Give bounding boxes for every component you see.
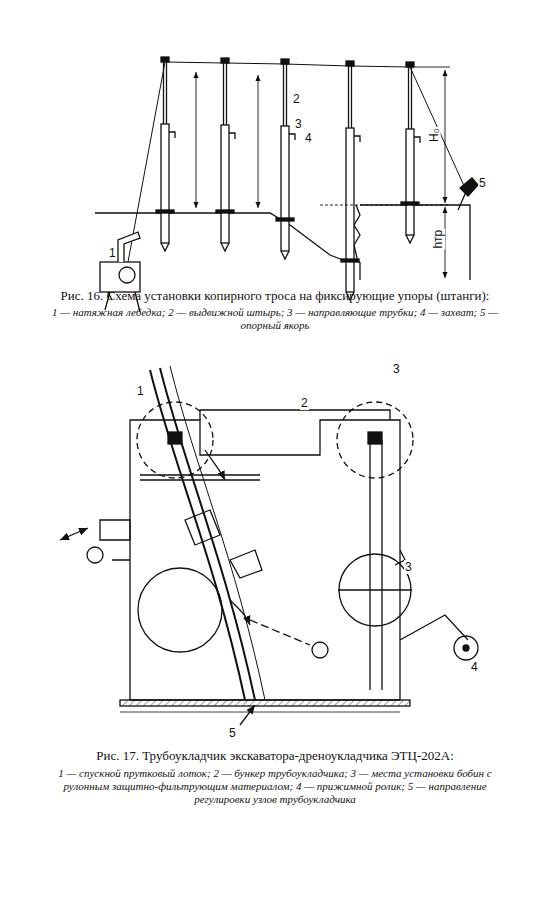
callout-number: 1	[136, 384, 145, 398]
callout-number: 2	[300, 396, 309, 410]
callout-number: 4	[470, 660, 479, 674]
anchor	[458, 178, 478, 210]
callout-number: 3	[294, 117, 303, 131]
callout-number: 1	[108, 246, 117, 260]
pipe-layer	[60, 366, 478, 725]
stakes	[156, 57, 420, 300]
callout-number: 3	[404, 560, 413, 574]
callout-number: H₀	[427, 127, 441, 143]
callout-number: 5	[478, 176, 487, 190]
dimension-lines	[196, 67, 450, 278]
callout-number: 3	[392, 362, 401, 376]
callout-number: hтр	[431, 229, 445, 250]
callout-number: 2	[292, 92, 301, 106]
callout-number: 4	[304, 131, 313, 145]
figure-caption: Рис. 16. Схема установки копирного троса…	[30, 288, 520, 304]
figure-caption: Рис. 17. Трубоукладчик экскаватора-дрено…	[30, 748, 520, 764]
copy-rope	[128, 62, 466, 262]
caption-legend: 1 — спускной прутковый лоток; 2 — бункер…	[40, 767, 510, 807]
callout-number: 5	[228, 726, 237, 740]
caption-legend: 1 — натяжная лебедка; 2 — выдвижной штыр…	[40, 306, 510, 332]
